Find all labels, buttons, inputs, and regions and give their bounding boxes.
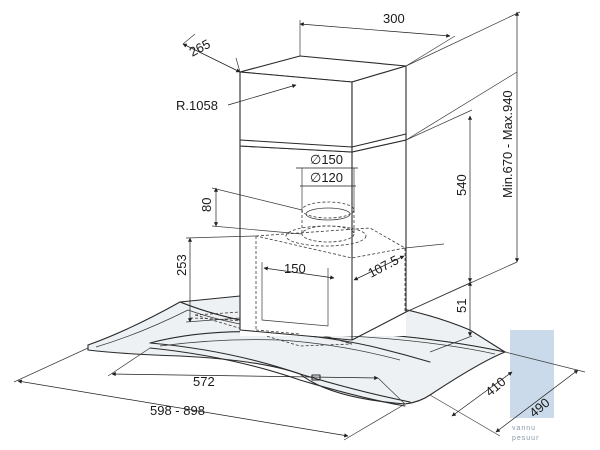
- label-d150: ∅150: [310, 152, 343, 167]
- dim-line-572: [111, 371, 379, 381]
- label-253: 253: [174, 254, 189, 276]
- motor-box: [255, 227, 407, 340]
- ext-51: [405, 281, 473, 353]
- motor-box-bottom: [255, 329, 301, 335]
- dim-line-300: [299, 22, 451, 38]
- ext-total-height: [405, 11, 521, 141]
- dim-line-107-5: [353, 255, 405, 281]
- ext-265: [182, 33, 241, 73]
- upper-chimney-front-face: [239, 71, 353, 153]
- ext-80: [211, 187, 303, 235]
- dim-line-265: [182, 43, 241, 73]
- lower-chimney-bottom-front: [239, 329, 353, 341]
- duct-inner-ellipse: [305, 207, 351, 221]
- label-d120: ∅120: [310, 170, 343, 185]
- ext-107-5: [351, 243, 445, 280]
- label-150: 150: [284, 261, 306, 276]
- ext-540-top: [405, 109, 473, 141]
- ext-490: [429, 351, 586, 437]
- ext-300: [299, 20, 456, 67]
- dimension-labels: 265 300 R.1058 ∅150 ∅120 80 540 Min.670 …: [150, 11, 553, 420]
- label-598-898: 598 - 898: [150, 403, 205, 418]
- dim-line-598-898: [17, 379, 349, 438]
- duct-base-flange: [285, 225, 367, 247]
- label-572: 572: [193, 374, 215, 389]
- dimension-lines: [13, 11, 586, 441]
- label-265: 265: [187, 36, 213, 59]
- label-51: 51: [454, 299, 469, 313]
- upper-chimney: [239, 55, 407, 153]
- label-300: 300: [383, 11, 405, 26]
- watermark: vannu pesuur: [510, 330, 554, 442]
- motor-box-top: [255, 227, 407, 259]
- lower-chimney-bottom-side: [351, 311, 407, 341]
- watermark-line1: vannu: [512, 425, 536, 432]
- dim-line-490: [495, 369, 579, 433]
- label-540: 540: [454, 174, 469, 196]
- ext-598-898: [13, 347, 406, 441]
- label-80: 80: [199, 198, 214, 212]
- ext-253: [185, 235, 257, 323]
- duct-sides: [301, 210, 355, 234]
- dim-leader-radius: [227, 84, 297, 106]
- ext-572: [107, 347, 406, 405]
- label-radius: R.1058: [176, 98, 218, 113]
- watermark-line2: pesuur: [512, 435, 539, 442]
- motor-cutout: [261, 262, 329, 327]
- label-total-height: Min.670 - Max.940: [500, 90, 515, 198]
- lower-chimney: [239, 139, 407, 341]
- ext-d150: [301, 168, 355, 210]
- chimney-joint-line: [239, 133, 407, 148]
- inner-curve-2: [159, 339, 401, 361]
- dim-line-150: [263, 266, 335, 280]
- dim-line-410: [451, 371, 513, 417]
